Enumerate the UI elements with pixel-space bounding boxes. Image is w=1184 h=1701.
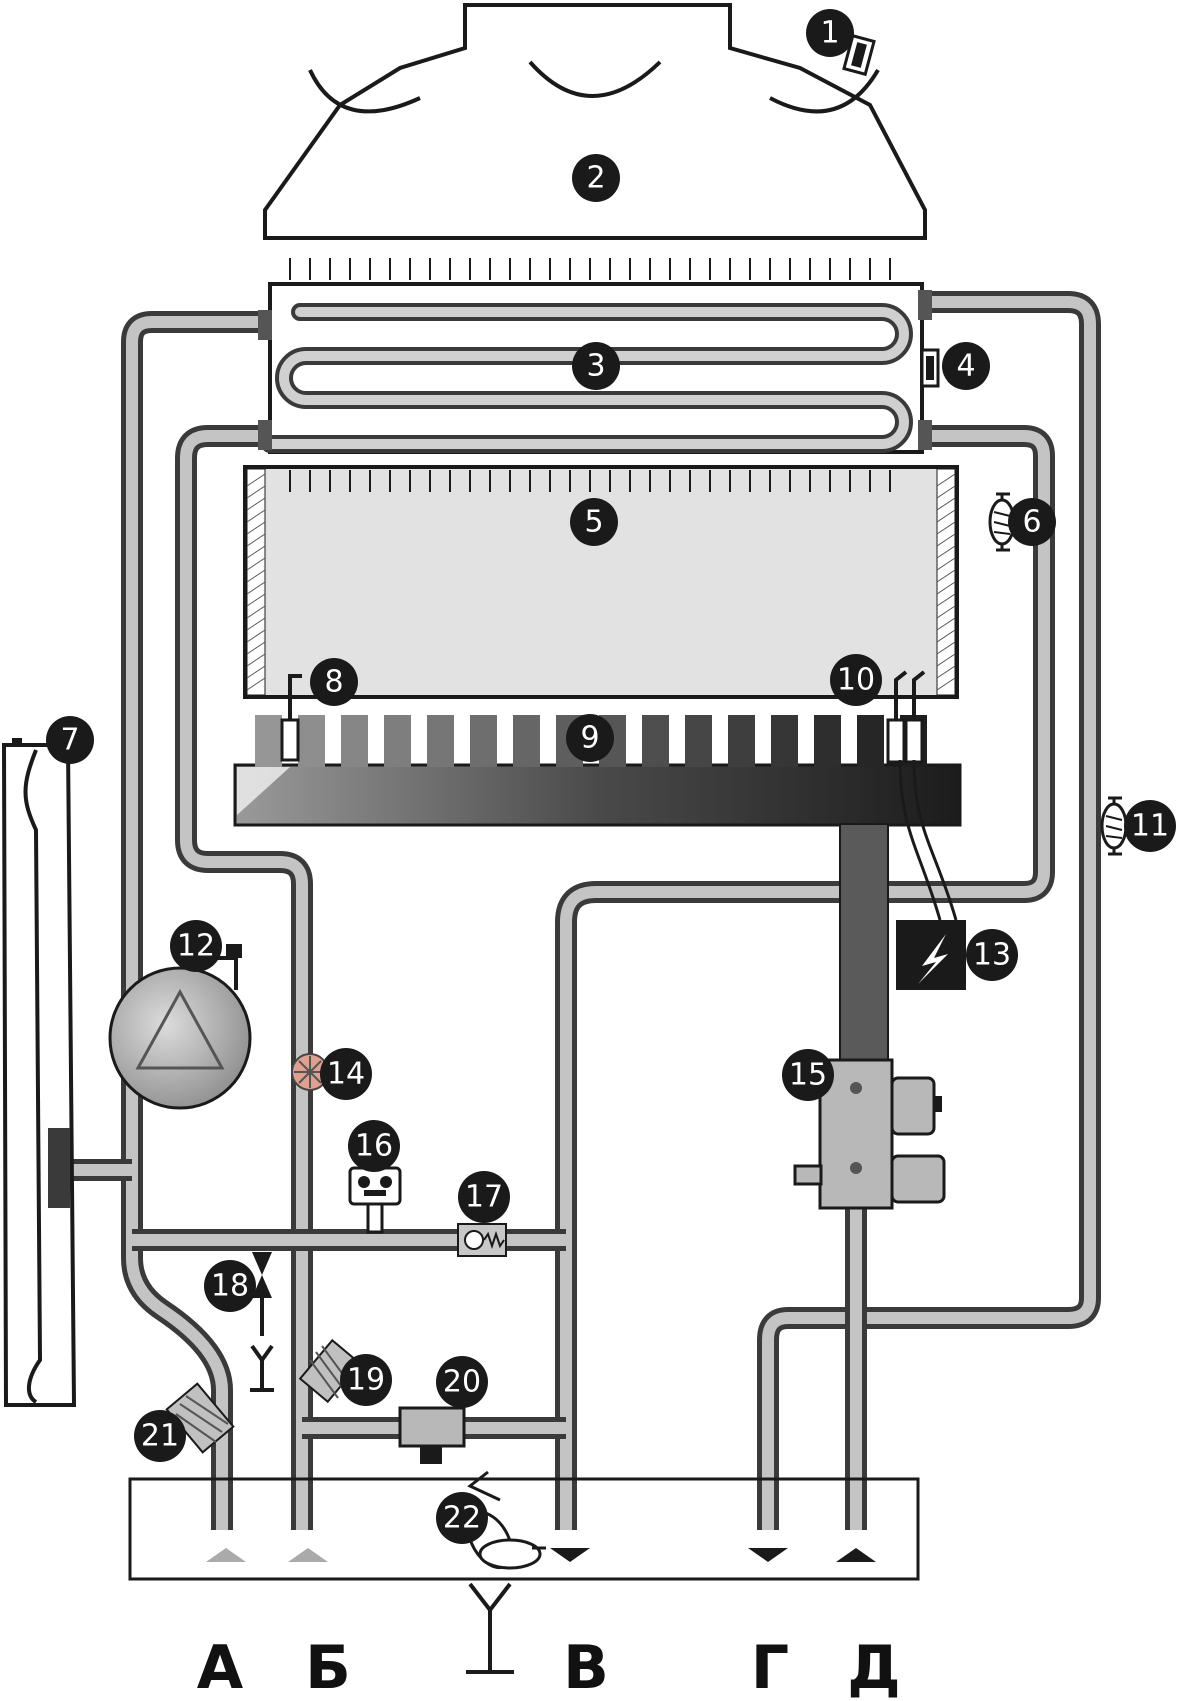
- burner-tooth: [470, 715, 497, 767]
- connection-label-a: А: [197, 1633, 244, 1701]
- burner-tooth: [298, 715, 325, 767]
- callout-19: 19: [340, 1354, 392, 1406]
- svg-text:2: 2: [586, 161, 605, 196]
- svg-text:11: 11: [1131, 809, 1169, 844]
- connection-label-v: В: [563, 1633, 609, 1701]
- burner-tooth: [513, 715, 540, 767]
- flue-hood: [263, 3, 927, 240]
- pipe-inner-return-left: [175, 425, 313, 1530]
- burner-tooth: [814, 715, 841, 767]
- callout-17: 17: [458, 1171, 510, 1223]
- burner: [233, 715, 962, 827]
- burner-tooth: [642, 715, 669, 767]
- svg-text:18: 18: [211, 1269, 249, 1304]
- pressure-switch-6: [988, 492, 1016, 552]
- connection-letters: А Б В Г Д: [197, 1633, 901, 1701]
- overheat-thermostat: [920, 348, 940, 388]
- callout-5: 5: [570, 498, 618, 546]
- heat-exchanger-fins: [289, 258, 891, 280]
- callout-20: 20: [436, 1356, 488, 1408]
- callout-15: 15: [782, 1049, 834, 1101]
- gas-supply-pipe: [839, 823, 889, 1065]
- burner-tooth: [857, 715, 884, 767]
- pipe-heating-return-right: [757, 291, 1101, 1530]
- svg-text:19: 19: [347, 1363, 385, 1398]
- svg-text:4: 4: [956, 349, 975, 384]
- svg-text:14: 14: [327, 1057, 365, 1092]
- callout-4: 4: [942, 342, 990, 390]
- burner-tooth: [728, 715, 755, 767]
- svg-text:13: 13: [973, 938, 1011, 973]
- callout-10: 10: [830, 654, 882, 706]
- connection-label-d: Д: [847, 1633, 900, 1701]
- burner-tooth: [771, 715, 798, 767]
- flue-sensor: [842, 33, 876, 77]
- pipe-inner-flow-right: [555, 425, 1055, 1530]
- circulation-pump: [108, 944, 252, 1110]
- svg-text:17: 17: [465, 1180, 503, 1215]
- svg-text:12: 12: [177, 929, 215, 964]
- callout-labels: 1 2 3 4 5 6 7 8 9 10 11 12 13 14 15 16 1…: [46, 9, 1176, 1544]
- drain-tap: [250, 1252, 274, 1392]
- svg-text:21: 21: [141, 1419, 179, 1454]
- burner-tooth: [255, 715, 282, 767]
- callout-21: 21: [134, 1410, 186, 1462]
- callout-7: 7: [46, 716, 94, 764]
- pipe-heating-flow-left: [121, 311, 258, 1530]
- svg-text:20: 20: [443, 1365, 481, 1400]
- svg-text:8: 8: [324, 665, 343, 700]
- callout-9: 9: [566, 714, 614, 762]
- connection-label-b: Б: [305, 1633, 351, 1701]
- burner-tooth: [341, 715, 368, 767]
- burner-tooth: [384, 715, 411, 767]
- svg-text:9: 9: [580, 721, 599, 756]
- callout-13: 13: [966, 929, 1018, 981]
- bypass-valve: [457, 1223, 507, 1257]
- callout-12: 12: [170, 920, 222, 972]
- svg-text:10: 10: [837, 663, 875, 698]
- callout-8: 8: [310, 658, 358, 706]
- expansion-vessel: [1, 738, 77, 1407]
- dhw-flow-switch: [398, 1406, 466, 1464]
- burner-tooth: [427, 715, 454, 767]
- callout-6: 6: [1008, 498, 1056, 546]
- connection-panel: [128, 1477, 920, 1581]
- svg-text:16: 16: [355, 1129, 393, 1164]
- svg-text:6: 6: [1022, 505, 1041, 540]
- ignition-electrode: [280, 674, 302, 762]
- svg-text:3: 3: [586, 349, 605, 384]
- ignition-unit: [896, 920, 966, 990]
- pipe-network: [72, 291, 1101, 1530]
- connection-label-g: Г: [751, 1633, 789, 1701]
- callout-11: 11: [1124, 800, 1176, 852]
- callout-3: 3: [572, 342, 620, 390]
- callout-14: 14: [320, 1048, 372, 1100]
- pressure-switch-11: [1100, 796, 1128, 856]
- svg-text:1: 1: [820, 16, 839, 51]
- callout-16: 16: [348, 1120, 400, 1172]
- callout-2: 2: [572, 154, 620, 202]
- callout-22: 22: [436, 1492, 488, 1544]
- svg-text:5: 5: [584, 505, 603, 540]
- svg-text:7: 7: [60, 723, 79, 758]
- pressure-gauge: [348, 1166, 402, 1234]
- svg-text:15: 15: [789, 1058, 827, 1093]
- burner-tooth: [685, 715, 712, 767]
- svg-text:22: 22: [443, 1501, 481, 1536]
- callout-1: 1: [806, 9, 854, 57]
- electrode-cables: [898, 759, 958, 921]
- callout-18: 18: [204, 1260, 256, 1312]
